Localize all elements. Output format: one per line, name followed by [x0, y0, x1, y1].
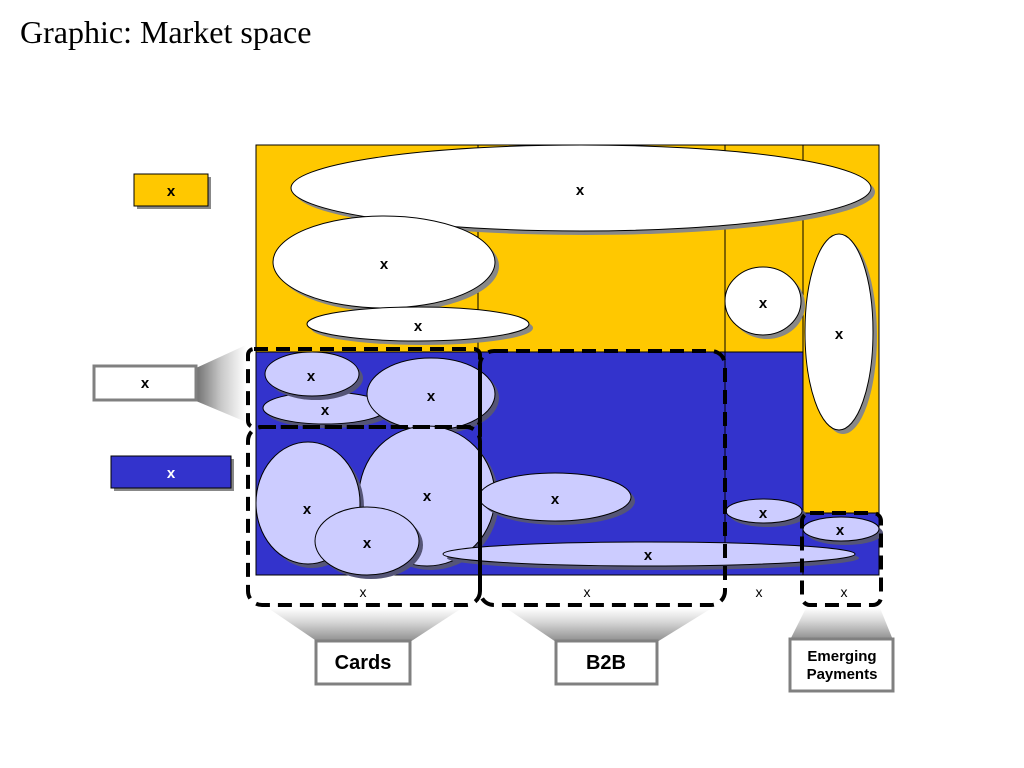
ellipse-cards-upper-3-label: x — [427, 388, 436, 405]
callout-cards-label: Cards — [335, 652, 392, 674]
ellipse-col3-blue-oval-label: x — [759, 505, 768, 522]
ellipse-col3-circle-label: x — [759, 295, 768, 312]
callout-connector-emerging — [790, 608, 893, 640]
ellipse-cards-lower-3-label: x — [363, 535, 372, 552]
ellipse-cards-lower-3: x — [314, 506, 423, 579]
dashed-groups — [246, 347, 883, 607]
callout-b2b: B2B — [554, 639, 659, 686]
ellipse-b2b-oval-label: x — [551, 491, 560, 508]
ellipse-cards-upper-1: x — [264, 351, 363, 400]
column-label-2: x — [584, 584, 591, 600]
ellipse-cards-upper-1-label: x — [307, 368, 316, 385]
legend-white-connector — [196, 345, 246, 422]
ellipse-b2b-oval: x — [478, 472, 635, 525]
ellipse-top-left-small-label: x — [414, 318, 423, 335]
ellipse-bottom-long: x — [442, 541, 859, 570]
legend-yellow-label: x — [167, 183, 176, 200]
ellipse-col4-tall: x — [804, 233, 877, 434]
ellipse-col4-tall-label: x — [835, 326, 844, 343]
dashed-box-cards-upper — [246, 347, 482, 429]
ellipse-col4-blue-oval: x — [802, 516, 883, 545]
ellipse-bottom-long-label: x — [644, 547, 653, 564]
ellipse-top-left-small: x — [306, 306, 533, 345]
legend-white: x — [92, 364, 198, 402]
ellipse-cards-lower-2-label: x — [423, 488, 432, 505]
legend-white-label: x — [141, 375, 150, 392]
callout-connector-b2b — [506, 608, 712, 642]
dashed-box-emerging — [800, 511, 883, 607]
callout-emerging-payments: Emerging Payments — [788, 637, 895, 693]
ellipse-cards-lower-1-label: x — [303, 501, 312, 518]
column-label-4: x — [841, 584, 848, 600]
column-label-1: x — [360, 584, 367, 600]
callout-emerging-line1: Emerging — [807, 648, 876, 665]
ellipse-top-wide-label: x — [576, 182, 585, 199]
page-title: Graphic: Market space — [20, 14, 312, 50]
dashed-box-cards — [246, 425, 482, 607]
legend-blue-label: x — [167, 465, 176, 482]
dashed-box-b2b — [478, 349, 727, 607]
callout-b2b-label: B2B — [586, 652, 626, 674]
ellipse-top-wide: x — [290, 144, 875, 235]
ellipse-cards-upper-2-label: x — [321, 402, 330, 419]
column-label-3: x — [756, 584, 763, 600]
ellipse-cards-upper-2: x — [262, 391, 391, 428]
ellipse-top-left-large-label: x — [380, 256, 389, 273]
callout-emerging-line2: Payments — [807, 666, 878, 683]
legend-yellow: x — [133, 173, 211, 209]
legend-blue: x — [110, 455, 234, 491]
ellipse-col3-circle: x — [724, 266, 805, 339]
ellipse-col4-blue-oval-label: x — [836, 522, 845, 539]
callout-cards: Cards — [314, 639, 412, 686]
ellipse-cards-upper-3: x — [366, 357, 499, 434]
callout-connector-cards — [268, 608, 462, 642]
